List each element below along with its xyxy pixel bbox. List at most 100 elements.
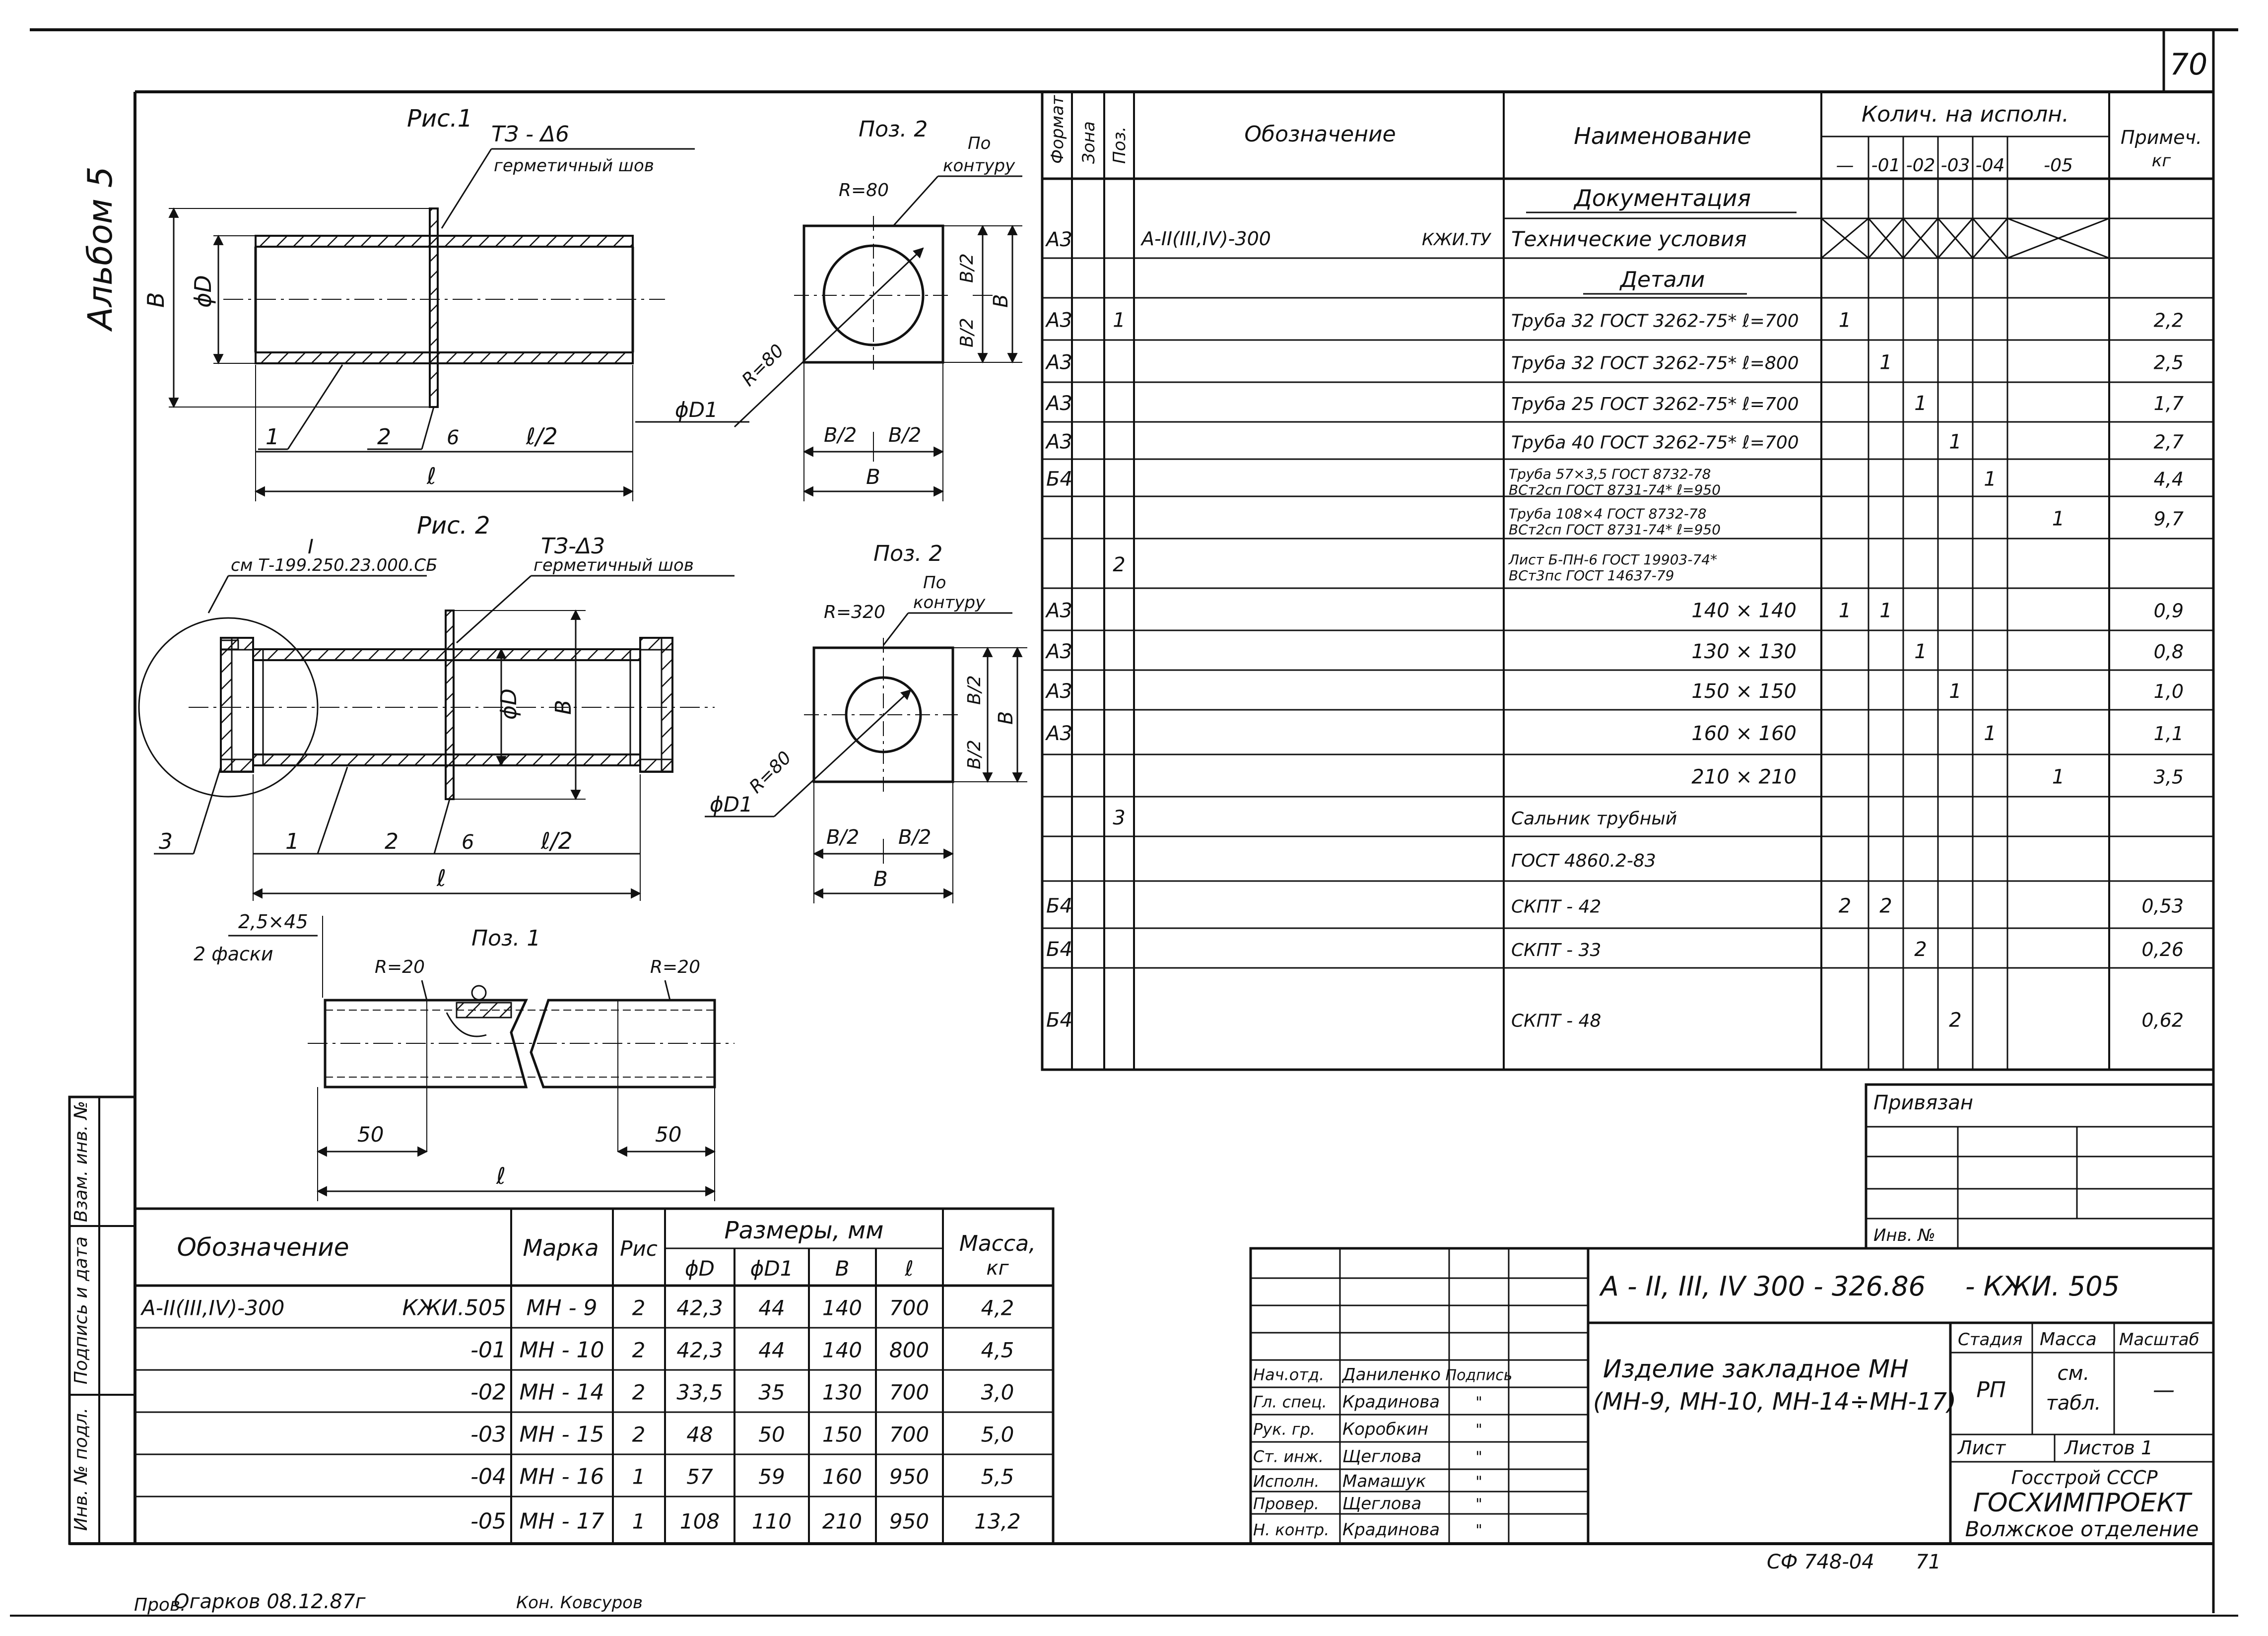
spec-qty-col-header: -05 — [2044, 155, 2073, 176]
sizes-row-l: 950 — [889, 1465, 929, 1489]
sizes-row-D: 42,3 — [676, 1296, 723, 1320]
fig1-callout-1: 1 — [266, 424, 279, 450]
sizes-h-dims: Размеры, мм — [725, 1217, 884, 1244]
sizes-row-fig: 2 — [632, 1380, 646, 1405]
spec-row-qty: 1 — [1839, 309, 1851, 332]
sizes-h-mass: Масса, — [959, 1231, 1036, 1256]
tb-sign: " — [1475, 1394, 1482, 1412]
sizes-row-B: 160 — [822, 1465, 862, 1489]
sizes-row-mass: 3,0 — [981, 1380, 1014, 1405]
spec-row-qty: 1 — [1839, 600, 1851, 622]
sizes-row-mark: МН - 15 — [520, 1422, 604, 1447]
tb-role: Ст. инж. — [1253, 1447, 1324, 1466]
spec-row-qty: 2 — [1914, 938, 1927, 961]
title-block: А - II, III, IV 300 - 326.86 - КЖИ. 505 … — [1249, 1247, 2215, 1545]
pos2-top-half-v1: B/2 — [957, 253, 977, 283]
tb-sign: " — [1475, 1522, 1482, 1539]
side-stamp-label-2: Подпись и дата — [71, 1236, 91, 1384]
bottom-code: СФ 748-04 — [1767, 1551, 1874, 1573]
spec-row-qty: 1 — [1949, 431, 1961, 454]
pos2-top-B-h: B — [866, 465, 880, 489]
sizes-row-mark: МН - 10 — [520, 1338, 604, 1363]
spec-row-format: Б4 — [1046, 895, 1072, 918]
tb-designation: А - II, III, IV 300 - 326.86 — [1599, 1271, 1926, 1302]
spec-section-docs: Документация — [1573, 185, 1751, 211]
spec-row-designation-code: КЖИ.ТУ — [1422, 230, 1492, 250]
pos2-top-half-h1: B/2 — [824, 424, 857, 447]
spec-row-name: Труба 40 ГОСТ 3262-75* ℓ=700 — [1511, 433, 1799, 453]
spec-row-note: 1,1 — [2154, 723, 2184, 745]
spec-h-name: Наименование — [1574, 123, 1751, 149]
sizes-h-mark: Марка — [523, 1234, 599, 1261]
fig1-dim-l2: ℓ/2 — [526, 423, 558, 450]
sizes-row-D1: 110 — [752, 1509, 792, 1534]
sizes-row-D: 108 — [680, 1509, 720, 1534]
spec-h-note: Примеч. — [2121, 127, 2202, 148]
spec-row-qty: 2 — [1879, 895, 1892, 918]
tb-role: Рук. гр. — [1253, 1420, 1315, 1439]
bottom-number: 71 — [1916, 1551, 1941, 1573]
spec-table: Формат Зона Поз. Обозначение Наименовани… — [1041, 90, 2215, 1071]
fig2-callout-3: 3 — [159, 829, 173, 854]
spec-qty-col-header: -03 — [1941, 155, 1970, 176]
spec-row-qty: 2 — [1949, 1009, 1961, 1032]
fig2-callout-2: 2 — [385, 829, 399, 854]
sizes-row-l: 800 — [889, 1338, 929, 1363]
tb-sign: " — [1475, 1422, 1482, 1439]
tb-sheets-h: Листов 1 — [2064, 1437, 2153, 1459]
spec-row-qty: 1 — [2052, 766, 2065, 789]
check-signature: Огарков 08.12.87г — [174, 1590, 366, 1613]
spec-qty-col-header: -02 — [1906, 155, 1935, 176]
pos2-top-half-v2: B/2 — [957, 318, 977, 347]
spec-row-name: Труба 32 ГОСТ 3262-75* ℓ=700 — [1511, 311, 1799, 332]
sizes-row-fig: 2 — [632, 1423, 646, 1447]
spec-row-qty: 2 — [1839, 895, 1851, 918]
sizes-row-code: -01 — [470, 1338, 506, 1363]
sizes-row-D: 42,3 — [676, 1338, 723, 1363]
spec-row-name: ГОСТ 4860.2-83 — [1511, 851, 1656, 871]
sizes-h-mass-unit: кг — [986, 1257, 1009, 1280]
sizes-row-fig: 2 — [632, 1338, 646, 1363]
sizes-h-B: B — [835, 1256, 850, 1281]
sizes-row-fig: 1 — [632, 1509, 646, 1534]
spec-row-qty: 1 — [1914, 392, 1927, 415]
fig1-callout-2: 2 — [377, 424, 391, 450]
sizes-row-D1: 59 — [758, 1465, 785, 1489]
sizes-row-code: -04 — [470, 1464, 506, 1490]
tb-scale-h: Масштаб — [2119, 1330, 2200, 1350]
tb-org-2: ГОСХИМПРОЕКТ — [1973, 1488, 2193, 1518]
spec-row-format: Б4 — [1046, 1009, 1072, 1032]
tb-sheet-h: Лист — [1957, 1437, 2006, 1459]
spec-row-name: 160 × 160 — [1691, 722, 1797, 745]
spec-row-note: 0,8 — [2154, 641, 2184, 663]
pos2-bottom: Поз. 2 По контуру R=320 R=80 ϕD1 B/2 B/2… — [705, 541, 1027, 903]
spec-row-qty: 1 — [1949, 680, 1961, 703]
tb-sign: " — [1475, 1474, 1482, 1491]
sizes-row-l: 700 — [889, 1380, 929, 1405]
sizes-h-l: ℓ — [904, 1256, 913, 1281]
pos2-bottom-radius-bottom: R=80 — [745, 748, 795, 797]
tb-sign: " — [1475, 1496, 1482, 1513]
sizes-row-fig: 2 — [632, 1296, 646, 1320]
side-stamp-label-3: Инв. № подл. — [71, 1408, 91, 1531]
sizes-row-l: 950 — [889, 1509, 929, 1534]
sizes-h-D1: ϕD1 — [750, 1256, 794, 1281]
cross-out-mark — [1868, 218, 1904, 259]
pos1: Поз. 1 2,5×45 2 фаски R=20 R=20 50 50 ℓ — [194, 911, 734, 1201]
sizes-row-D1: 44 — [758, 1296, 785, 1320]
spec-row-name: Труба 25 ГОСТ 3262-75* ℓ=700 — [1511, 394, 1799, 414]
fig1-dim-D: ϕD — [190, 275, 216, 308]
pos1-dim-l: ℓ — [496, 1162, 506, 1189]
spec-row-name: Сальник трубный — [1511, 809, 1677, 829]
pos2-bottom-half-v2: B/2 — [964, 740, 985, 769]
fig1-dim-6: 6 — [447, 426, 459, 449]
figure-2-title: Рис. 2 — [417, 512, 490, 540]
tb-person: Даниленко — [1341, 1365, 1441, 1385]
spec-row-note: 0,26 — [2141, 939, 2184, 960]
cross-out-mark — [1972, 218, 2008, 259]
spec-row-name: 130 × 130 — [1691, 640, 1797, 663]
sizes-row-fig: 1 — [632, 1465, 646, 1489]
pos2-top-half-h2: B/2 — [888, 424, 921, 447]
tb-role: Провер. — [1253, 1495, 1319, 1513]
pos2-top-contour-2: контуру — [943, 156, 1015, 176]
